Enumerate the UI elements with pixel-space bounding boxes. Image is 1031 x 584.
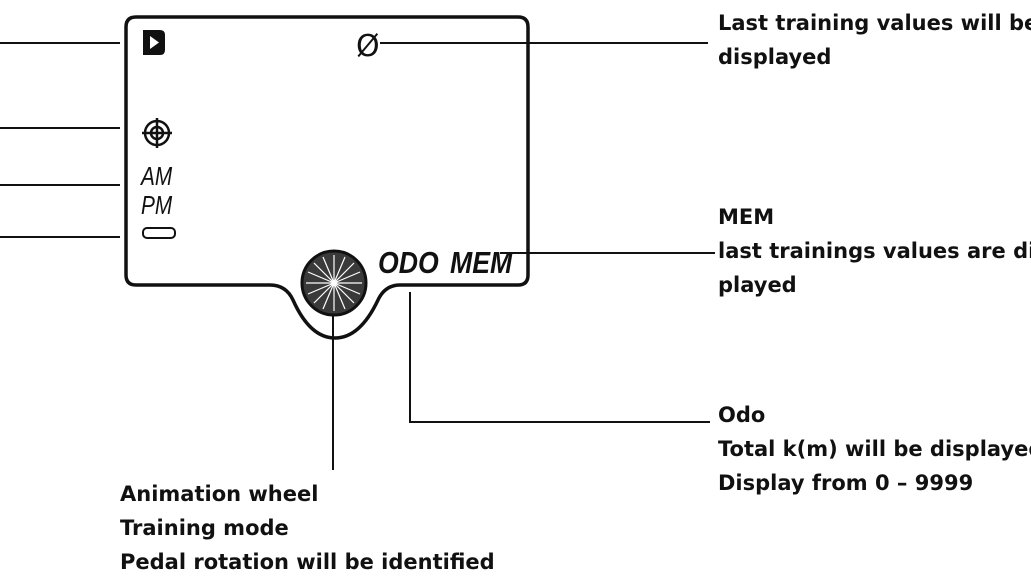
callout-last-training: Last training values will be displayed xyxy=(718,6,1031,74)
callout-wheel-line2: Training mode xyxy=(120,516,289,540)
callout-mem: MEM last trainings values are dis- playe… xyxy=(718,200,1031,302)
callout-last-training-line1: Last training values will be xyxy=(718,11,1031,35)
target-icon xyxy=(142,118,172,148)
callout-mem-line3: played xyxy=(718,273,797,297)
am-label: AM xyxy=(139,162,172,191)
play-icon xyxy=(143,30,165,55)
wheel-icon xyxy=(300,249,368,317)
callout-odo: Odo Total k(m) will be displayed Display… xyxy=(718,398,1031,500)
odo-label: ODO xyxy=(378,246,439,280)
callout-odo-line2: Total k(m) will be displayed xyxy=(718,437,1031,461)
leader-odo xyxy=(409,292,710,423)
callout-wheel-line1: Animation wheel xyxy=(120,482,319,506)
lcd-outline xyxy=(124,15,530,340)
callout-wheel: Animation wheel Training mode Pedal rota… xyxy=(120,477,495,579)
callout-last-training-line2: displayed xyxy=(718,45,832,69)
callout-mem-line1: MEM xyxy=(718,205,775,229)
battery-icon xyxy=(142,227,176,239)
callout-mem-line2: last trainings values are dis- xyxy=(718,239,1031,263)
callout-odo-line3: Display from 0 – 9999 xyxy=(718,471,974,495)
pm-label: PM xyxy=(141,191,173,220)
callout-odo-line1: Odo xyxy=(718,403,766,427)
callout-wheel-line3: Pedal rotation will be identified xyxy=(120,550,495,574)
mem-label: MEM xyxy=(450,246,513,280)
average-symbol: Ø xyxy=(356,29,380,64)
